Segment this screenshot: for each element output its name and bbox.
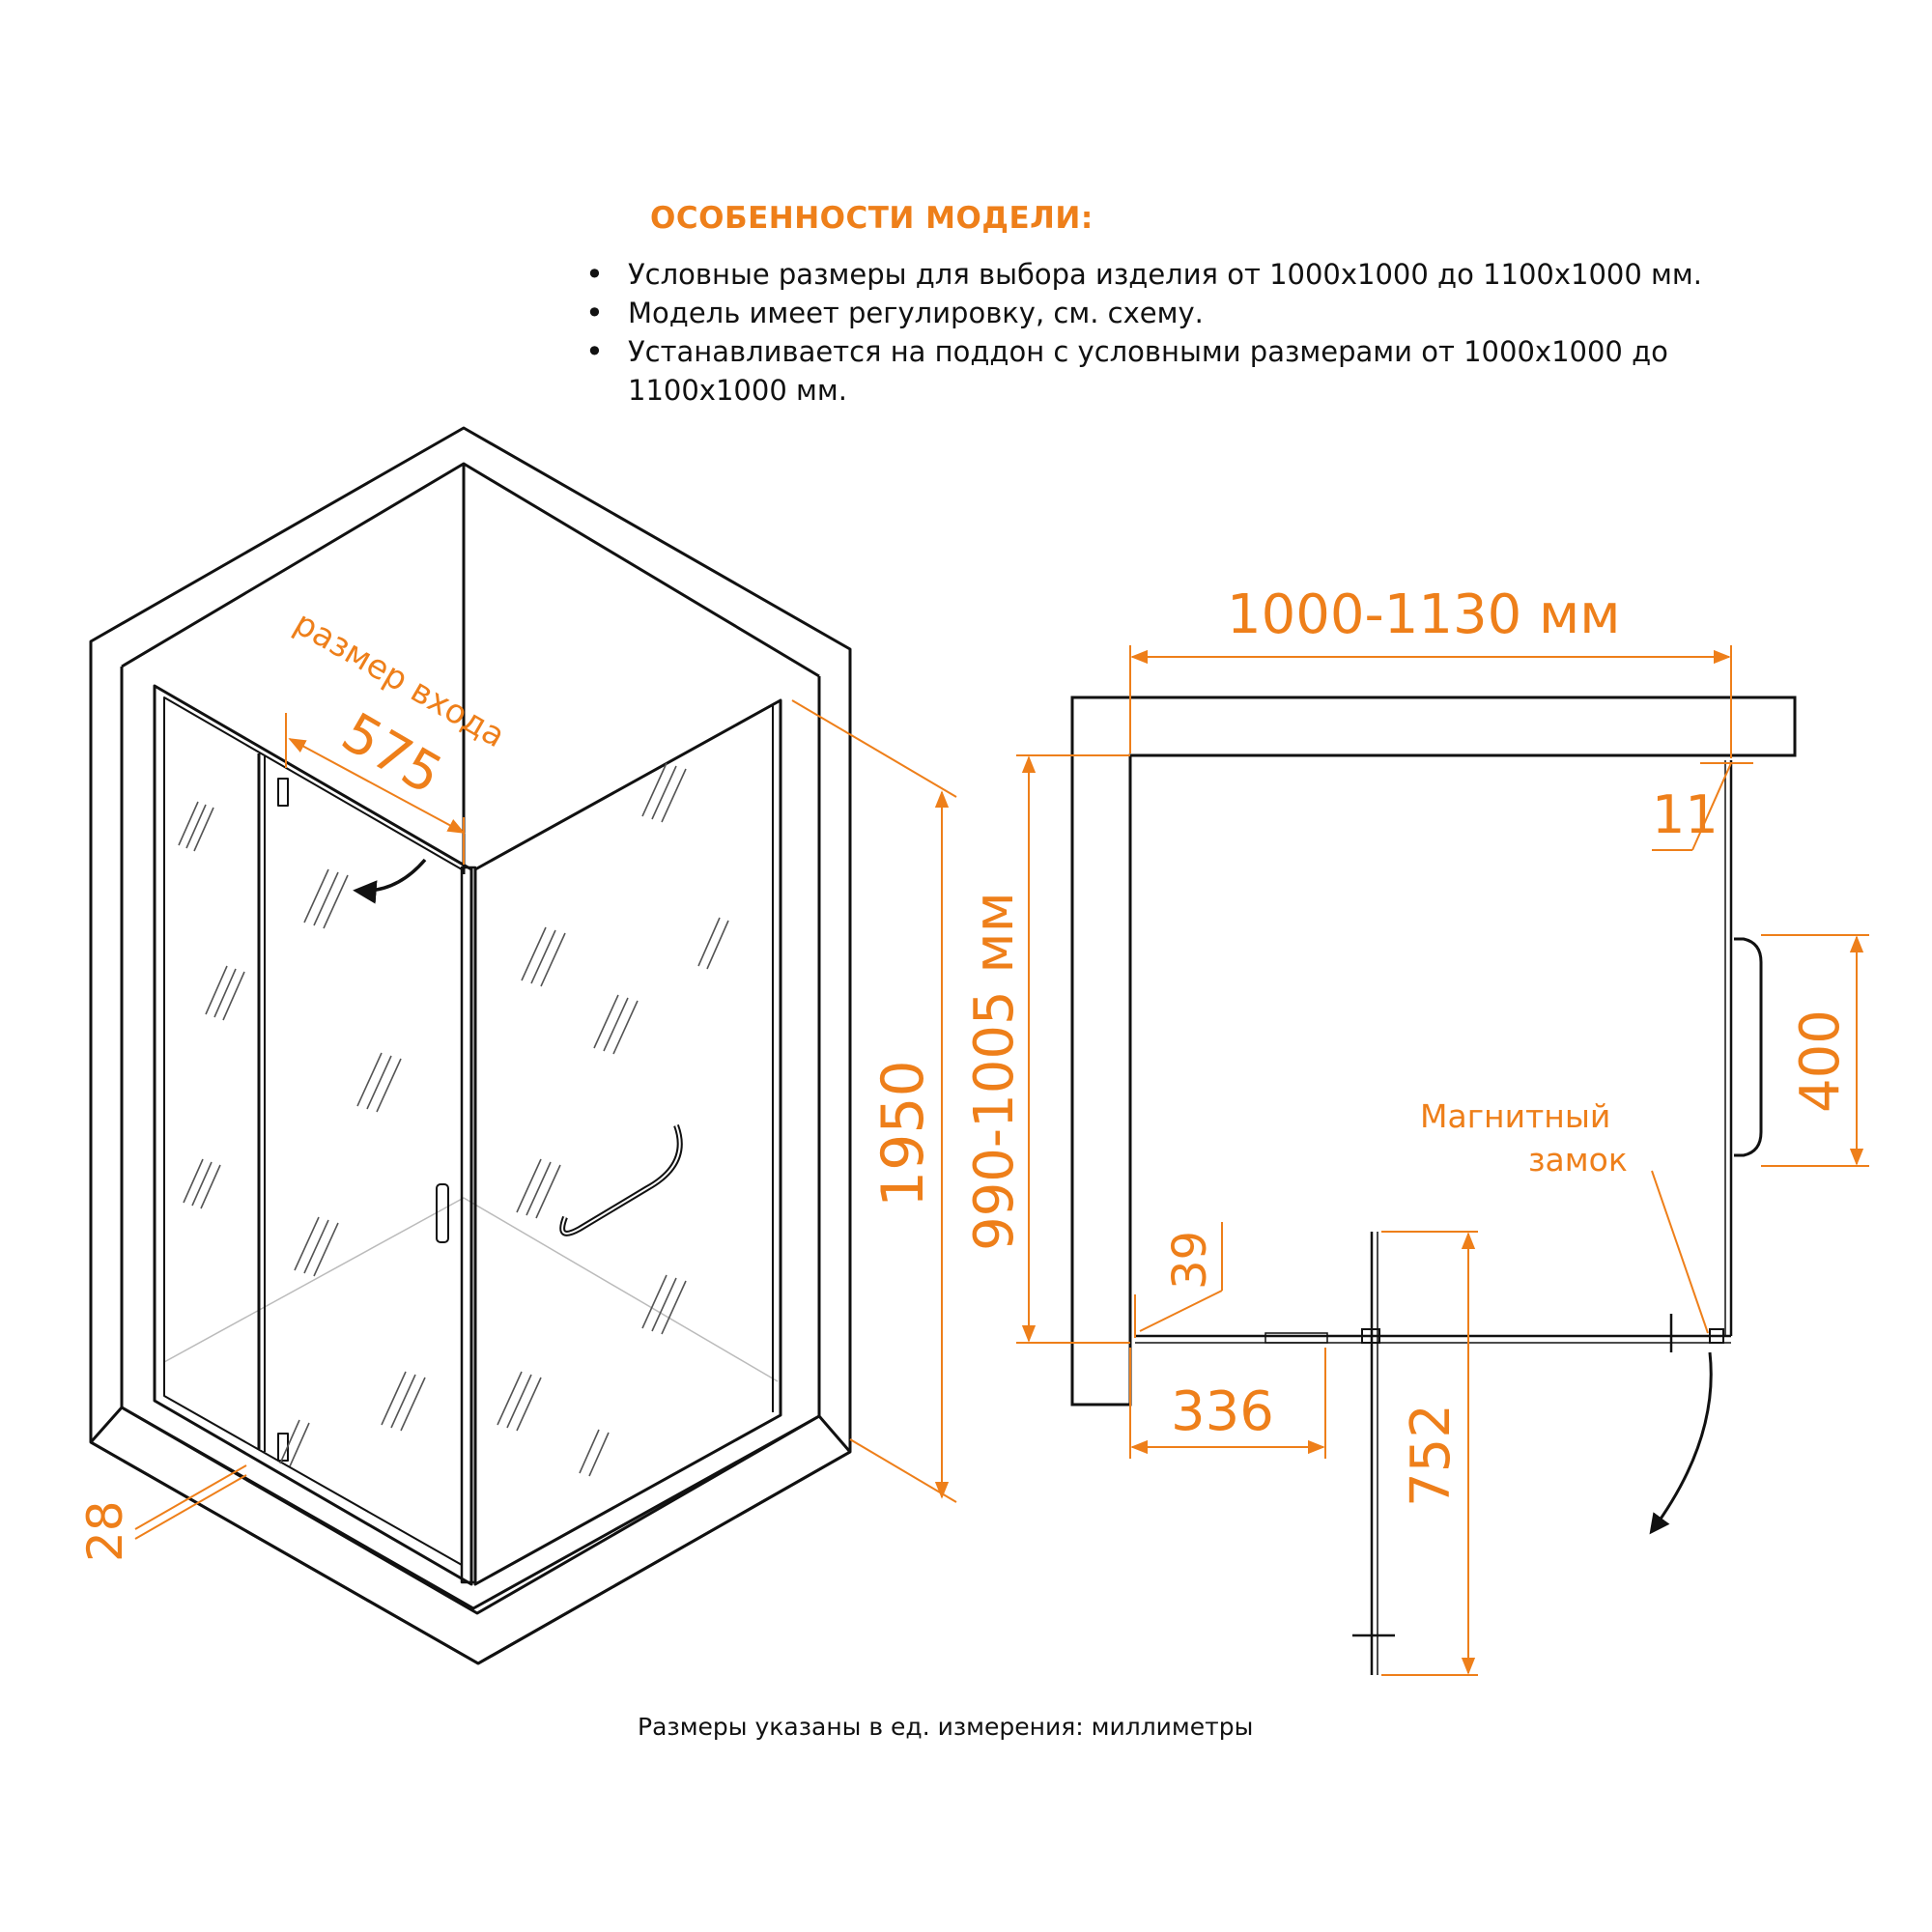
tray-edge-left	[89, 1406, 124, 1443]
glass-hatch	[178, 762, 729, 1477]
tray-edge-right	[817, 1415, 852, 1453]
features-title: ОСОБЕННОСТИ МОДЕЛИ:	[650, 201, 1094, 236]
fixed-panel-value: 336	[1171, 1380, 1274, 1443]
plan-fixed-panel	[1264, 1332, 1328, 1344]
handle-length-value: 400	[1789, 1009, 1852, 1113]
wall-inner-edge	[120, 667, 821, 1615]
magnet-label-1: Магнитный	[1420, 1097, 1610, 1135]
magnet-leader	[1651, 1170, 1709, 1334]
plan-dimensions	[1016, 645, 1869, 1676]
iso-dimensions	[134, 699, 957, 1540]
depth-range-value: 990-1005 мм	[963, 892, 1026, 1251]
plan-swing-arrow	[1649, 1351, 1713, 1535]
entrance-dimension-line	[288, 738, 466, 834]
corner-post	[460, 866, 477, 1584]
features-list: Условные размеры для выбора изделия от 1…	[580, 255, 1835, 410]
front-frame	[153, 684, 473, 1586]
isometric-view	[89, 426, 852, 1665]
profile-value: 28	[77, 1500, 133, 1562]
features-block: ОСОБЕННОСТИ МОДЕЛИ: Условные размеры для…	[580, 201, 1835, 410]
side-panel	[473, 698, 782, 1586]
tray-front-right	[477, 1450, 851, 1665]
offset-leader	[1139, 1290, 1223, 1332]
units-note: Размеры указаны в ед. измерения: миллиме…	[638, 1713, 1254, 1741]
profile-dimension-line	[134, 1464, 247, 1530]
tray-top-edge	[121, 1406, 820, 1610]
plan-hinge	[1361, 1328, 1380, 1344]
towel-rail	[559, 1123, 683, 1236]
door-open-arrow	[353, 858, 427, 904]
front-frame-inner	[163, 696, 463, 1566]
swing-value: 752	[1400, 1404, 1463, 1507]
towel-rail-inner	[561, 1124, 681, 1235]
hinge-top	[277, 778, 289, 807]
feature-item: Условные размеры для выбора изделия от 1…	[585, 255, 1835, 294]
door-knob	[436, 1183, 449, 1243]
feature-item: Модель имеет регулировку, см. схему.	[585, 294, 1835, 332]
offset-value: 39	[1163, 1231, 1217, 1290]
height-value: 1950	[869, 1060, 937, 1208]
tray-front-left	[90, 1440, 479, 1665]
gap-value: 11	[1652, 784, 1719, 845]
feature-item: Устанавливается на поддон с условными ра…	[585, 332, 1835, 410]
magnet-label-2: замок	[1528, 1141, 1628, 1179]
width-range-value: 1000-1130 мм	[1227, 583, 1621, 646]
plan-towel-rail	[1734, 937, 1763, 1157]
